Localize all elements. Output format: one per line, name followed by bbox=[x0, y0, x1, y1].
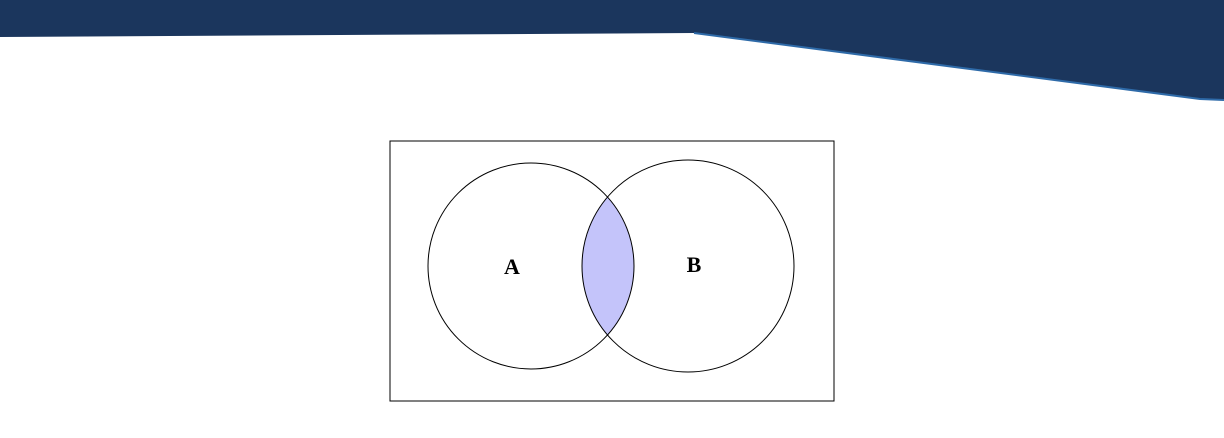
set-b-label: B bbox=[687, 252, 702, 277]
set-a-label: A bbox=[504, 254, 520, 279]
